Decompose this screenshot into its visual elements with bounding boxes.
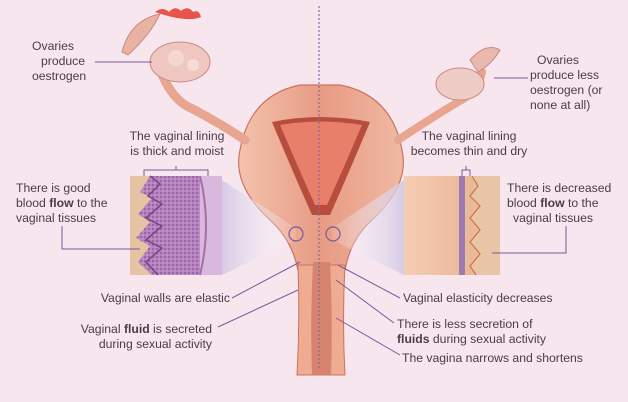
fluid-left-label: Vaginal fluid is secreted during sexual … [60,322,212,352]
ovaries-left-line-3: oestrogen [32,69,86,83]
ovaries-right-label: Ovaries produce less oestrogen (or none … [530,53,603,113]
lining-left-label: The vaginal lining is thick and moist [112,129,242,159]
ovaries-left-line-2: produce [32,54,85,68]
blood-right-prefix: blood [507,196,540,210]
ovaries-right-line-1: Ovaries [530,53,579,67]
fluid-right-bold: fluids [397,332,430,346]
ovaries-right-line-3: oestrogen (or [530,83,603,97]
blood-left-line-3: vaginal tissues [16,211,96,225]
blood-left-suffix: to the [74,196,108,210]
blood-left-prefix: blood [16,196,49,210]
fluid-left-line-2: during sexual activity [99,337,212,351]
healthy-tissue-inset [130,176,222,275]
blood-left-bold: flow [49,196,73,210]
lining-right-line-1: The vaginal lining [422,129,517,143]
lining-left-line-2: is thick and moist [130,144,223,158]
blood-left-line-1: There is good [16,181,91,195]
left-ovary [122,8,210,82]
ovaries-right-line-2: produce less [530,68,599,82]
blood-right-line-3: vaginal tissues [507,211,593,225]
fluid-right-label: There is less secretion of fluids during… [397,317,546,347]
fluid-right-line-1: There is less secretion of [397,317,532,331]
fluid-left-bold: fluid [124,322,150,336]
elasticity-right-label: Vaginal elasticity decreases [403,291,553,306]
ovaries-left-line-1: Ovaries [32,39,74,53]
lining-left-line-1: The vaginal lining [130,129,225,143]
fluid-right-suffix: during sexual activity [430,332,547,346]
lining-right-label: The vaginal lining becomes thin and dry [398,129,540,159]
thin-tissue-inset [404,176,500,275]
blood-right-line-1: There is decreased [507,181,611,195]
fluid-left-suffix: is secreted [150,322,212,336]
blood-flow-left-label: There is good blood flow to the vaginal … [16,181,107,226]
ovaries-right-line-4: none at all) [530,98,590,112]
ovaries-left-label: Ovaries produce oestrogen [32,39,86,84]
lining-right-line-2: becomes thin and dry [411,144,528,158]
blood-right-suffix: to the [565,196,599,210]
blood-flow-right-label: There is decreased blood flow to the vag… [507,181,611,226]
narrows-right-label: The vagina narrows and shortens [402,351,583,366]
walls-elastic-label: Vaginal walls are elastic [60,291,230,306]
fluid-left-prefix: Vaginal [81,322,124,336]
right-ovary [436,48,500,100]
blood-right-bold: flow [540,196,564,210]
